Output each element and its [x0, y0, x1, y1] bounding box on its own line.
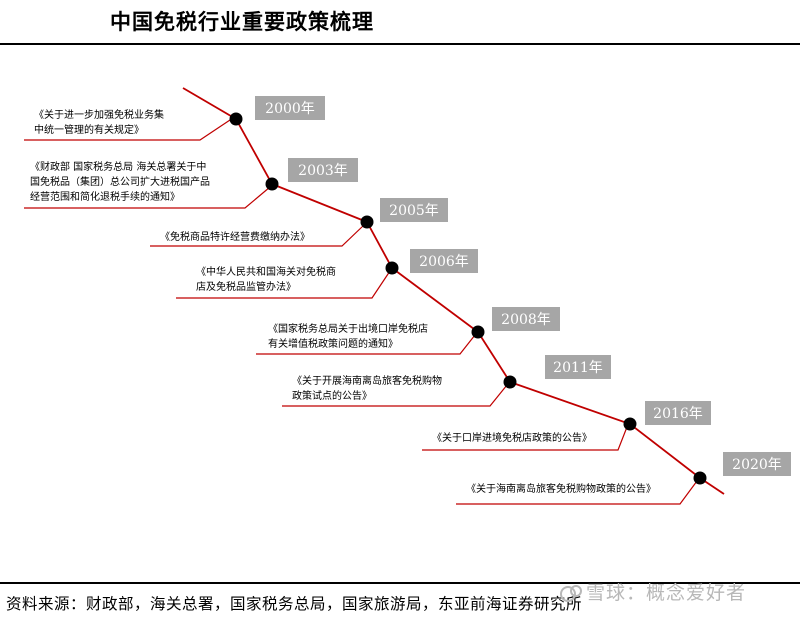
leader-line [24, 186, 271, 209]
timeline-dot [623, 417, 637, 431]
policy-text: 国免税品（集团）总公司扩大进税国产品 [30, 175, 210, 188]
year-label: 2006年 [419, 254, 469, 270]
timeline-dot [385, 261, 399, 275]
policy-text: 《免税商品特许经营费缴纳办法》 [160, 230, 310, 243]
watermark: 雪球：概念爱好者 [560, 578, 746, 605]
year-label: 2005年 [389, 203, 439, 219]
leader-line [282, 384, 508, 407]
timeline-dot [503, 375, 517, 389]
bottom-rule [0, 582, 800, 584]
year-box [380, 198, 448, 222]
year-box [645, 401, 711, 425]
year-box [288, 158, 358, 182]
timeline-dot [360, 215, 374, 229]
timeline-line [182, 87, 725, 495]
year-box [545, 355, 611, 379]
year-label: 2020年 [732, 457, 782, 473]
timeline-dot [229, 112, 243, 126]
source-note: 资料来源：财政部，海关总署，国家税务总局，国家旅游局，东亚前海证券研究所 [6, 595, 583, 613]
leader-line [150, 224, 365, 247]
policy-text: 店及免税品监管办法》 [196, 280, 296, 293]
policy-text: 《关于进一步加强免税业务集 [34, 108, 164, 121]
year-label: 2003年 [298, 163, 348, 179]
policy-text: 《关于海南离岛旅客免税购物政策的公告》 [466, 482, 656, 495]
policy-text: 《财政部 国家税务总局 海关总署关于中 [30, 160, 206, 173]
policy-text: 《中华人民共和国海关对免税商 [196, 265, 336, 278]
policy-text: 政策试点的公告》 [292, 389, 372, 402]
leader-line [24, 119, 231, 141]
policy-text: 有关增值税政策问题的通知》 [268, 337, 398, 350]
watermark-text: 雪球：概念爱好者 [586, 582, 747, 604]
policy-text: 《国家税务总局关于出境口岸免税店 [268, 322, 428, 335]
year-label: 2011年 [553, 360, 603, 376]
year-label: 2000年 [265, 101, 315, 117]
year-box [410, 249, 478, 273]
leader-line [176, 270, 391, 299]
leader-line [256, 334, 476, 355]
timeline-dot [265, 177, 279, 191]
page-title: 中国免税行业重要政策梳理 [110, 10, 374, 34]
policy-text: 经营范围和简化退税手续的通知》 [30, 190, 180, 203]
policy-text: 《关于口岸进境免税店政策的公告》 [432, 431, 592, 444]
policy-text: 《关于开展海南离岛旅客免税购物 [292, 374, 442, 387]
year-label: 2016年 [653, 406, 703, 422]
top-rule [0, 43, 800, 45]
year-label: 2008年 [501, 312, 551, 328]
timeline-dot [471, 325, 485, 339]
leader-line [456, 480, 698, 505]
year-box [255, 96, 325, 120]
leader-line [422, 426, 628, 451]
year-box [723, 452, 791, 476]
year-box [492, 307, 560, 331]
timeline-dot [693, 471, 707, 485]
policy-text: 中统一管理的有关规定》 [34, 123, 144, 136]
snowball-logo-icon [560, 584, 582, 602]
